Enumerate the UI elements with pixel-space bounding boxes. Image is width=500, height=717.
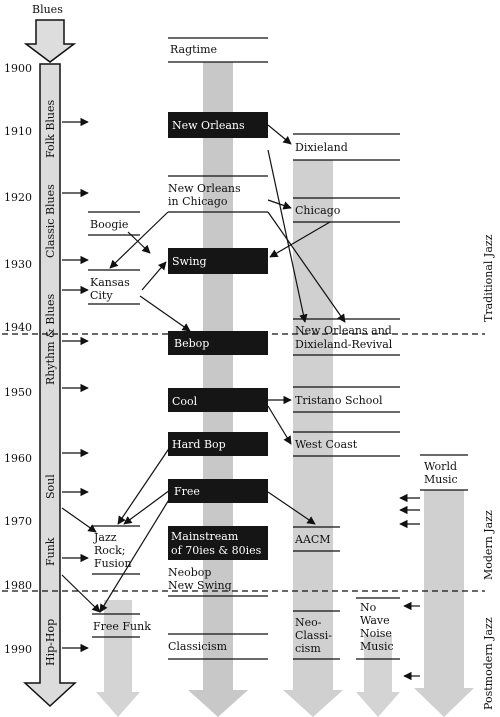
era-modern-jazz: Modern Jazz: [482, 510, 495, 580]
style-free-funk: Free Funk: [93, 620, 151, 633]
year-1920: 1920: [4, 191, 32, 204]
style-ragtime: Ragtime: [170, 43, 217, 56]
style-jazz-rock-3: Fusion: [94, 557, 132, 570]
style-new-orleans: New Orleans: [172, 119, 245, 132]
style-dixieland: Dixieland: [295, 141, 348, 154]
style-west-coast: West Coast: [295, 438, 358, 451]
style-neobop-1: Neobop: [168, 566, 211, 579]
era-traditional-jazz: Traditional Jazz: [482, 234, 495, 322]
style-new-orleans-chicago-2: in Chicago: [168, 195, 228, 208]
style-kansas-city-2: City: [90, 289, 113, 302]
style-boogie: Boogie: [90, 218, 128, 231]
year-1960: 1960: [4, 452, 32, 465]
style-no-wave-3: Noise: [360, 627, 392, 640]
year-labels: 1900 1910 1920 1930 1940 1950 1960 1970 …: [4, 62, 32, 656]
style-world-music-2: Music: [424, 473, 458, 486]
box-cool: [168, 388, 268, 412]
style-world-music-1: World: [424, 460, 457, 473]
left-column: Boogie Kansas City Jazz Rock; Fusion Fre…: [88, 211, 151, 638]
box-free: [168, 479, 268, 503]
year-1900: 1900: [4, 62, 32, 75]
style-hard-bop: Hard Bop: [172, 438, 226, 451]
box-new-orleans: [168, 112, 268, 138]
style-kansas-city-1: Kansas: [90, 276, 130, 289]
style-no-wave-4: Music: [360, 640, 394, 653]
box-hard-bop: [168, 432, 268, 456]
style-classicism: Classicism: [168, 640, 228, 653]
world-stream: [414, 490, 474, 717]
right-stream: [283, 160, 343, 717]
style-neobop-2: New Swing: [168, 579, 232, 592]
era-folk-blues: Folk Blues: [44, 99, 57, 158]
era-funk: Funk: [44, 537, 57, 566]
year-1970: 1970: [4, 515, 32, 528]
style-chicago: Chicago: [295, 204, 341, 217]
year-1940: 1940: [4, 321, 32, 334]
stream-columns: [96, 62, 474, 717]
year-1930: 1930: [4, 258, 32, 271]
style-jazz-rock-1: Jazz: [93, 531, 117, 544]
era-postmodern-jazz: Postmodern Jazz: [482, 617, 495, 710]
center-column: Ragtime New Orleans New Orleans in Chica…: [168, 37, 268, 660]
box-swing: [168, 248, 268, 274]
style-cool: Cool: [172, 395, 198, 408]
style-mainstream-2: of 70ies & 80ies: [171, 544, 262, 557]
style-neo-classicism-3: cism: [295, 642, 321, 655]
era-hip-hop: Hip-Hop: [44, 619, 57, 666]
style-revival-1: New Orleans and: [295, 324, 392, 337]
style-jazz-rock-2: Rock;: [94, 544, 125, 557]
year-1950: 1950: [4, 386, 32, 399]
era-classic-blues: Classic Blues: [44, 184, 57, 258]
style-revival-2: Dixieland-Revival: [295, 338, 393, 351]
style-tristano: Tristano School: [295, 394, 383, 407]
style-mainstream-1: Mainstream: [171, 530, 239, 543]
style-free: Free: [174, 485, 200, 498]
style-new-orleans-chicago-1: New Orleans: [168, 182, 241, 195]
left-stream: [96, 600, 140, 717]
blues-arrow: [23, 19, 77, 708]
blues-arrows: [61, 117, 101, 653]
era-rhythm-blues: Rhythm & Blues: [44, 294, 57, 385]
jazz-eras: Traditional Jazz Modern Jazz Postmodern …: [482, 234, 495, 710]
blues-eras: Folk Blues Classic Blues Rhythm & Blues …: [44, 99, 57, 666]
style-swing: Swing: [172, 255, 207, 268]
style-neo-classicism-1: Neo-: [295, 616, 322, 629]
right-column: Dixieland Chicago New Orleans and Dixiel…: [293, 133, 468, 660]
year-1980: 1980: [4, 579, 32, 592]
nowave-stream: [356, 635, 400, 717]
style-bebop: Bebop: [174, 337, 209, 350]
blues-label: Blues: [32, 3, 63, 16]
style-neo-classicism-2: Classi-: [295, 629, 332, 642]
box-bebop: [168, 331, 268, 355]
style-aacm: AACM: [294, 533, 331, 546]
year-1990: 1990: [4, 643, 32, 656]
year-1910: 1910: [4, 125, 32, 138]
box-mainstream: [168, 526, 268, 560]
style-no-wave-1: No: [360, 601, 377, 614]
influence-arrows: [99, 124, 420, 681]
style-no-wave-2: Wave: [360, 614, 390, 627]
era-soul: Soul: [44, 474, 57, 499]
